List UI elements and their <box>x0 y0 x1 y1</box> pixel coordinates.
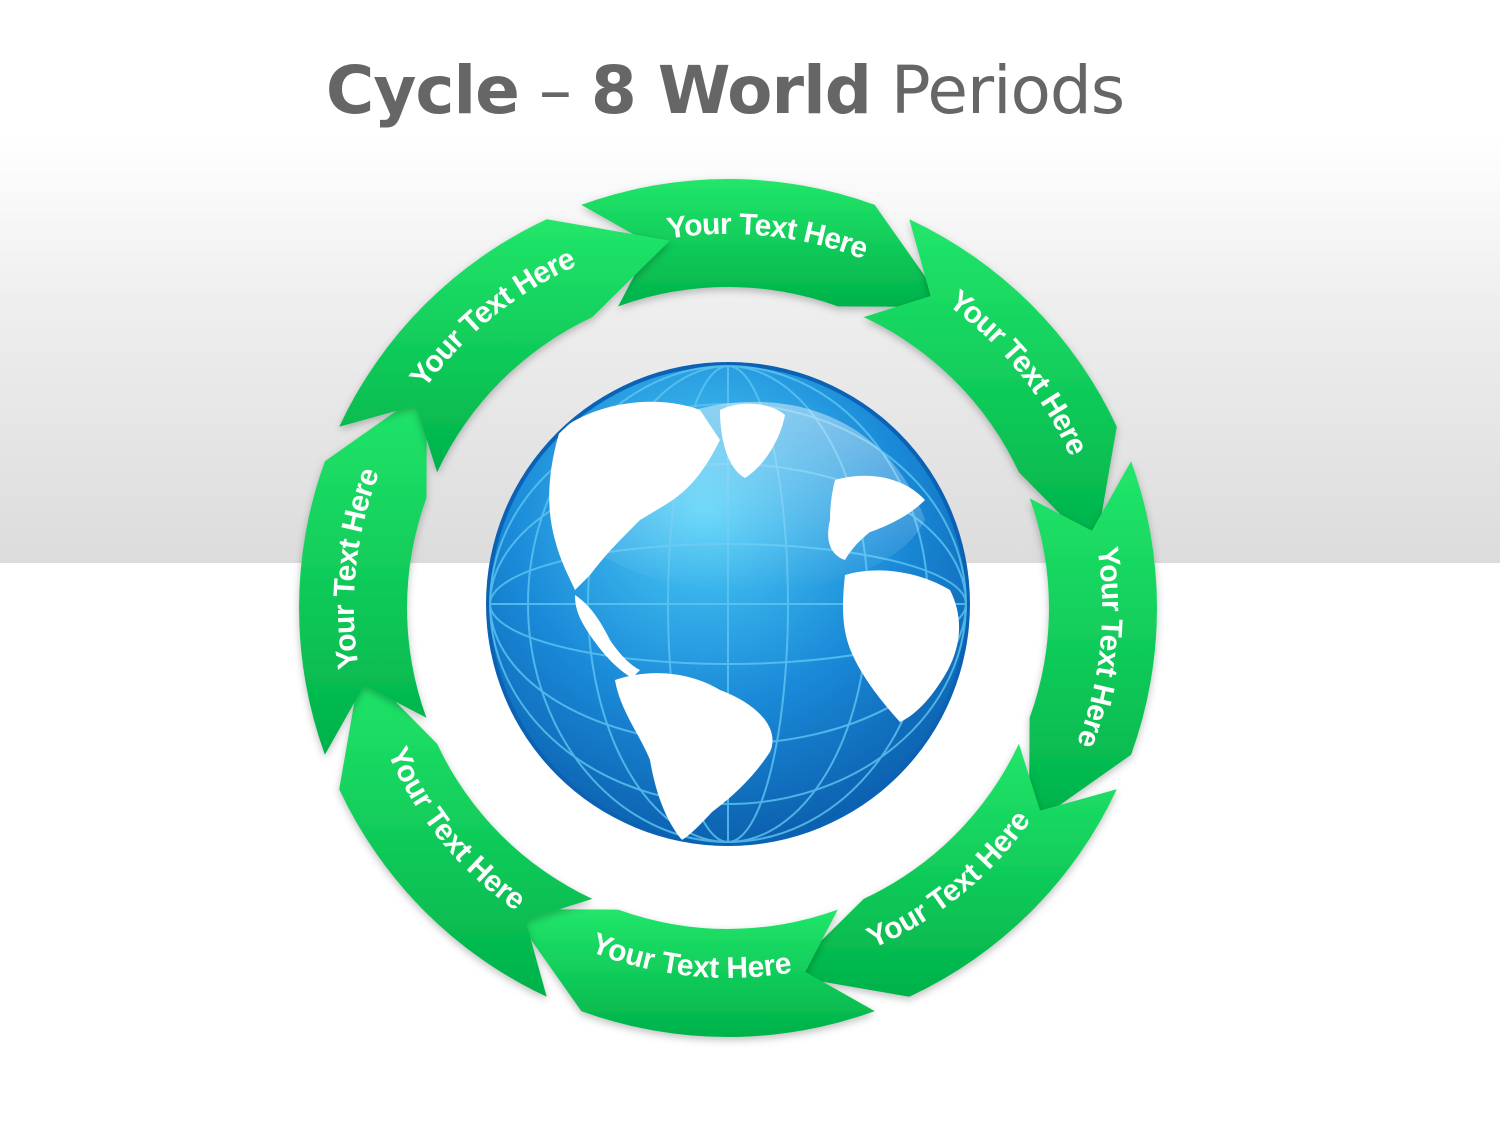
page-title: Cycle – 8 World Periods <box>0 52 1450 129</box>
title-part-3: 8 World <box>590 52 872 129</box>
arrow-segment-6 <box>339 666 593 997</box>
arrow-ring <box>299 179 1157 1037</box>
arrow-segment-1 <box>581 179 947 307</box>
arrow-segment-2 <box>863 219 1117 550</box>
title-part-4: Periods <box>890 52 1125 129</box>
arrow-segment-4 <box>786 743 1117 997</box>
title-part-2: – <box>538 52 572 129</box>
arrow-segment-7 <box>299 389 427 755</box>
title-part-1: Cycle <box>325 52 520 129</box>
globe-icon <box>486 362 970 846</box>
arrow-segment-5 <box>509 909 875 1037</box>
arrow-segment-8 <box>339 219 670 473</box>
arrow-segment-3 <box>1029 461 1157 827</box>
